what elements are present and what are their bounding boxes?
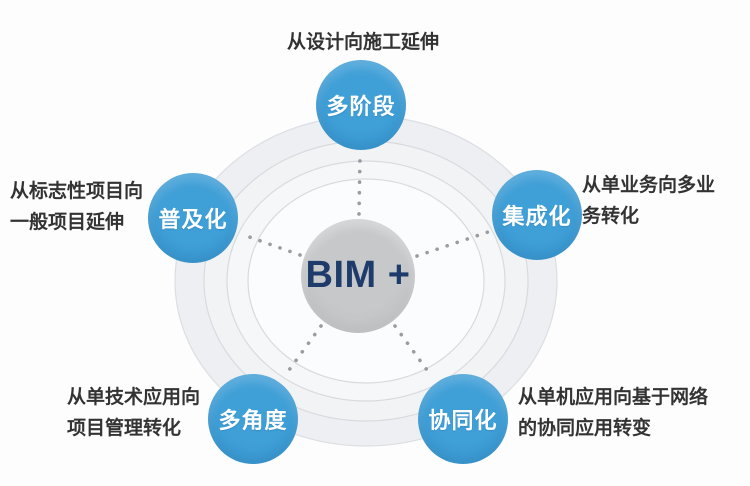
node-multi-stage: 多阶段: [316, 60, 406, 150]
desc-integration: 从单业务向多业 务转化: [582, 170, 715, 232]
desc-integration-line1: 从单业务向多业: [582, 175, 716, 196]
node-multi-angle: 多角度: [208, 374, 298, 464]
node-collaboration: 协同化: [418, 374, 508, 464]
desc-popularization-line1: 从标志性项目向: [10, 181, 144, 202]
desc-multi-angle-line1: 从单技术应用向: [67, 387, 201, 408]
desc-multi-angle-line2: 项目管理转化: [67, 418, 182, 439]
node-multi-angle-label: 多角度: [218, 408, 288, 433]
desc-integration-line2: 务转化: [582, 206, 640, 227]
dotted-ray-bottom-right: [393, 324, 434, 379]
node-integration-label: 集成化: [502, 204, 572, 229]
desc-popularization-line2: 一般项目延伸: [10, 212, 125, 233]
node-integration: 集成化: [492, 170, 582, 260]
desc-collaboration-line2: 的协同应用转变: [518, 418, 652, 439]
dotted-ray-right: [415, 230, 490, 258]
node-multi-stage-label: 多阶段: [326, 94, 396, 119]
center-node-label: BIM +: [305, 253, 411, 296]
node-collaboration-label: 协同化: [428, 408, 498, 433]
desc-collaboration: 从单机应用向基于网络 的协同应用转变: [518, 382, 708, 444]
desc-multi-stage-line1: 从设计向施工延伸: [287, 32, 440, 53]
dotted-ray-bottom-left: [282, 324, 323, 379]
center-node-bim-plus: BIM +: [301, 219, 415, 333]
node-popularization-label: 普及化: [158, 207, 228, 232]
dotted-ray-left: [239, 232, 302, 257]
desc-multi-angle: 从单技术应用向 项目管理转化: [67, 382, 200, 444]
dotted-ray-top: [357, 155, 362, 216]
node-popularization: 普及化: [148, 173, 238, 263]
desc-popularization: 从标志性项目向 一般项目延伸: [10, 176, 143, 238]
desc-multi-stage: 从设计向施工延伸: [287, 27, 439, 58]
desc-collaboration-line1: 从单机应用向基于网络: [518, 387, 709, 408]
